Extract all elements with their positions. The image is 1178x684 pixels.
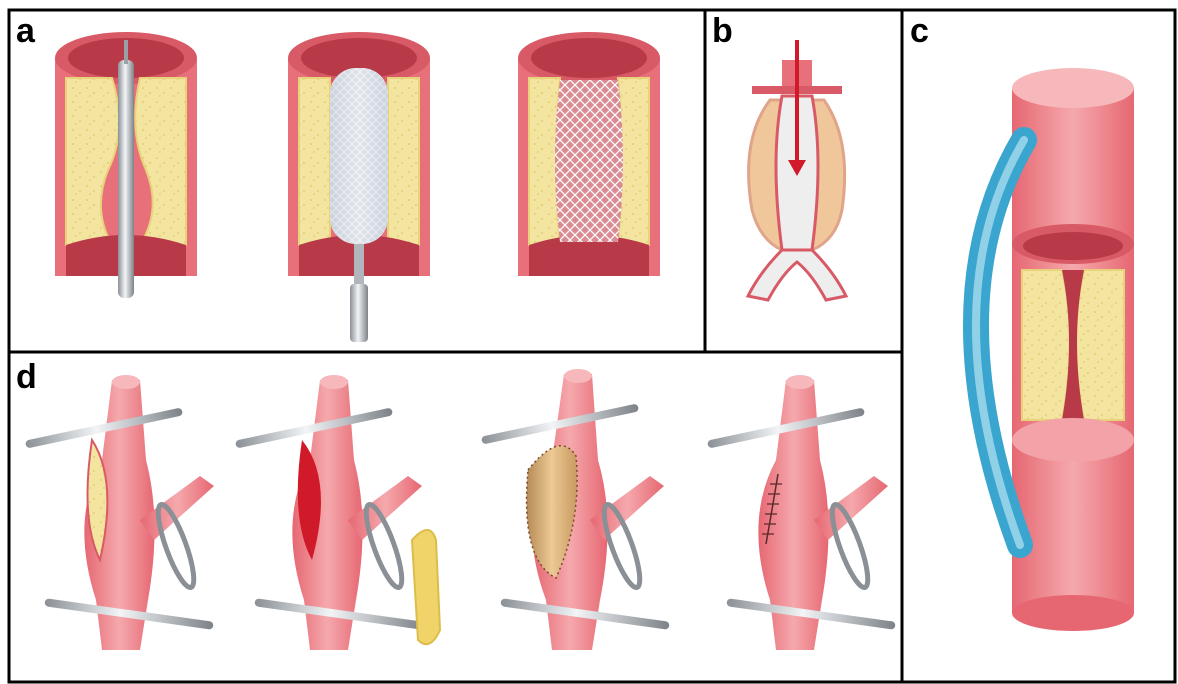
panel-c: [976, 68, 1134, 631]
patch-angioplasty-icon: [481, 369, 670, 650]
panel-d: [25, 369, 896, 650]
panel-label-a: a: [16, 14, 35, 48]
panel-label-b: b: [712, 14, 733, 48]
sutured-artery-icon: [707, 375, 896, 650]
endovascular-aneurysm-graft-icon: [748, 40, 846, 300]
plaque-removed-icon: [235, 375, 440, 650]
panel-label-d: d: [16, 360, 37, 394]
catheter-guidewire-icon: [55, 32, 197, 298]
endarterectomy-open-icon: [25, 375, 214, 650]
deployed-stent-icon: [518, 32, 660, 276]
balloon-stent-icon: [288, 32, 430, 342]
panel-label-c: c: [910, 14, 929, 48]
panel-b: [748, 40, 846, 300]
bypass-graft-icon: [976, 68, 1134, 631]
panel-a: [55, 32, 660, 342]
